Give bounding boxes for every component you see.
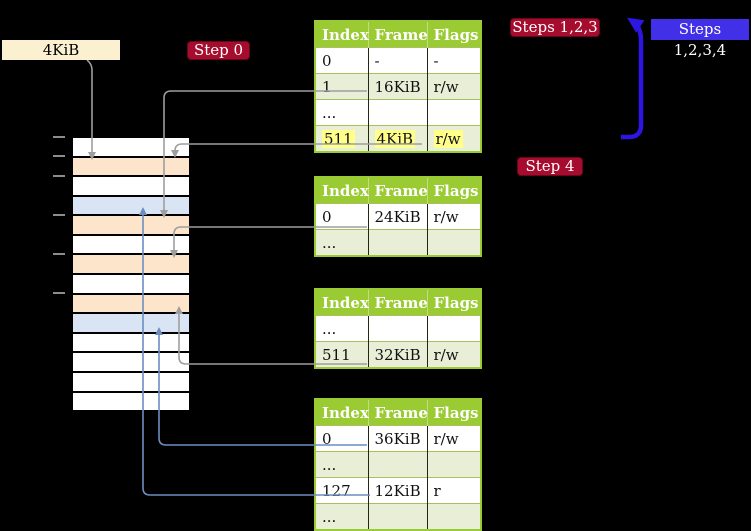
table-row-highlighted: 511 4KiB r/w [315,125,482,152]
column-header-flags: Flags [427,289,482,316]
arrow-step4-loop-back [621,17,645,140]
table-row: ... [315,315,482,342]
step0-badge: Step 0 [188,42,249,59]
table-header-row: Index Frame Flags [315,177,482,204]
table-row: ... [315,99,482,126]
page-table-bottom: Index Frame Flags 0 36KiB r/w ... 127 12… [314,398,482,531]
column-header-frame: Frame [368,399,428,426]
column-header-index: Index [315,289,369,316]
physical-memory-column [72,137,190,411]
page-table-third: Index Frame Flags ... 511 32KiB r/w [314,288,482,369]
memory-tick [53,292,65,294]
memory-frame-row-white [73,235,189,256]
table-row: 0 24KiB r/w [315,203,482,230]
memory-frame-row-blue [73,314,189,334]
memory-frame-row-orange [73,294,189,315]
table-row: 0 - - [315,47,482,74]
table-row: 511 32KiB r/w [315,341,482,368]
page-table-top: Index Frame Flags 0 - - 1 16KiB r/w ... … [314,20,482,153]
column-header-flags: Flags [427,177,482,204]
table-row: 127 12KiB r [315,477,482,504]
table-row: ... [315,503,482,530]
memory-frame-row-orange [73,157,189,178]
memory-frame-row-orange [73,255,189,276]
memory-frame-row-white [73,372,189,393]
table-header-row: Index Frame Flags [315,21,482,48]
memory-frame-row-orange [73,216,189,236]
memory-frame-row-white [73,353,189,373]
column-header-frame: Frame [368,21,428,48]
column-header-index: Index [315,21,369,48]
table-row: ... [315,229,482,256]
steps123-badge: Steps 1,2,3 [511,18,599,36]
column-header-flags: Flags [427,399,482,426]
table-header-row: Index Frame Flags [315,399,482,426]
steps1234-badge: Steps 1,2,3,4 [651,19,749,59]
page-table-second: Index Frame Flags 0 24KiB r/w ... [314,176,482,257]
table-row: ... [315,451,482,478]
memory-frame-row-white [73,392,189,411]
memory-frame-row-white [73,138,189,158]
frame-address-label: 4KiB [2,40,120,60]
table-row: 0 36KiB r/w [315,425,482,452]
table-header-row: Index Frame Flags [315,289,482,316]
column-header-flags: Flags [427,21,482,48]
column-header-index: Index [315,177,369,204]
memory-frame-row-white [73,177,189,197]
memory-frame-row-blue [73,196,189,217]
step4-badge: Step 4 [518,158,582,175]
memory-frame-row-white [73,333,189,354]
column-header-frame: Frame [368,289,428,316]
memory-tick [53,253,65,255]
table-row: 1 16KiB r/w [315,73,482,100]
memory-frame-row-white [73,275,189,295]
memory-tick [53,155,65,157]
memory-tick [53,136,65,138]
column-header-frame: Frame [368,177,428,204]
memory-tick [53,175,65,177]
memory-tick [53,214,65,216]
column-header-index: Index [315,399,369,426]
